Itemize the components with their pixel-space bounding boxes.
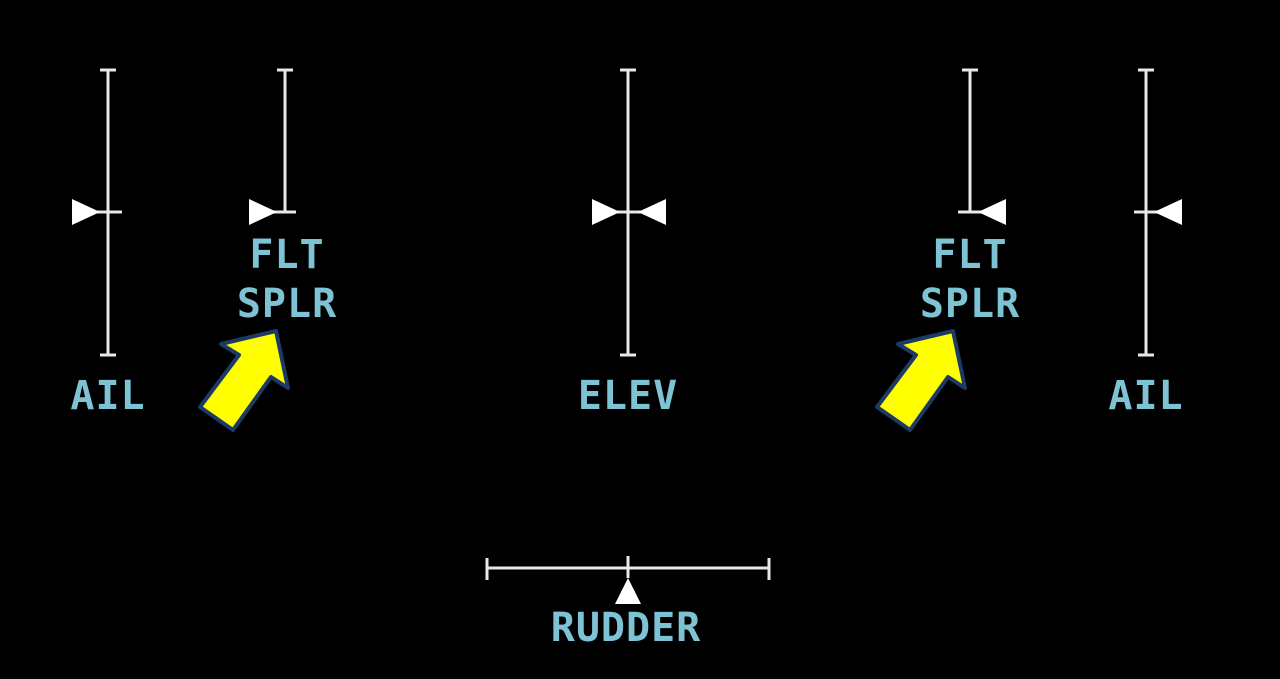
left-aileron-label: AIL xyxy=(70,373,146,419)
left-spoiler-pointer-icon xyxy=(249,199,277,225)
elevator-pointer-icon xyxy=(592,199,666,225)
left-aileron-pointer-icon xyxy=(72,199,100,225)
left-spoiler-label-line2: SPLR xyxy=(236,281,338,327)
yellow-arrow-icon xyxy=(198,329,290,432)
left-spoiler-label-line1: FLT xyxy=(249,232,325,278)
right-spoiler-pointer-icon xyxy=(978,199,1006,225)
rudder-pointer-icon xyxy=(615,578,641,604)
right-aileron-label: AIL xyxy=(1108,373,1184,419)
right-spoiler-scale xyxy=(958,68,984,214)
rudder-label: RUDDER xyxy=(550,605,702,651)
left-aileron-scale xyxy=(96,68,122,357)
right-aileron-pointer-icon xyxy=(1154,199,1182,225)
rudder-scale xyxy=(485,556,771,580)
right-spoiler-label-line1: FLT xyxy=(932,232,1008,278)
right-spoiler-label-line2: SPLR xyxy=(919,281,1021,327)
right-aileron-scale xyxy=(1134,68,1158,357)
elevator-label: ELEV xyxy=(577,373,679,419)
left-spoiler-scale xyxy=(270,68,296,214)
yellow-arrow-icon xyxy=(875,329,967,432)
